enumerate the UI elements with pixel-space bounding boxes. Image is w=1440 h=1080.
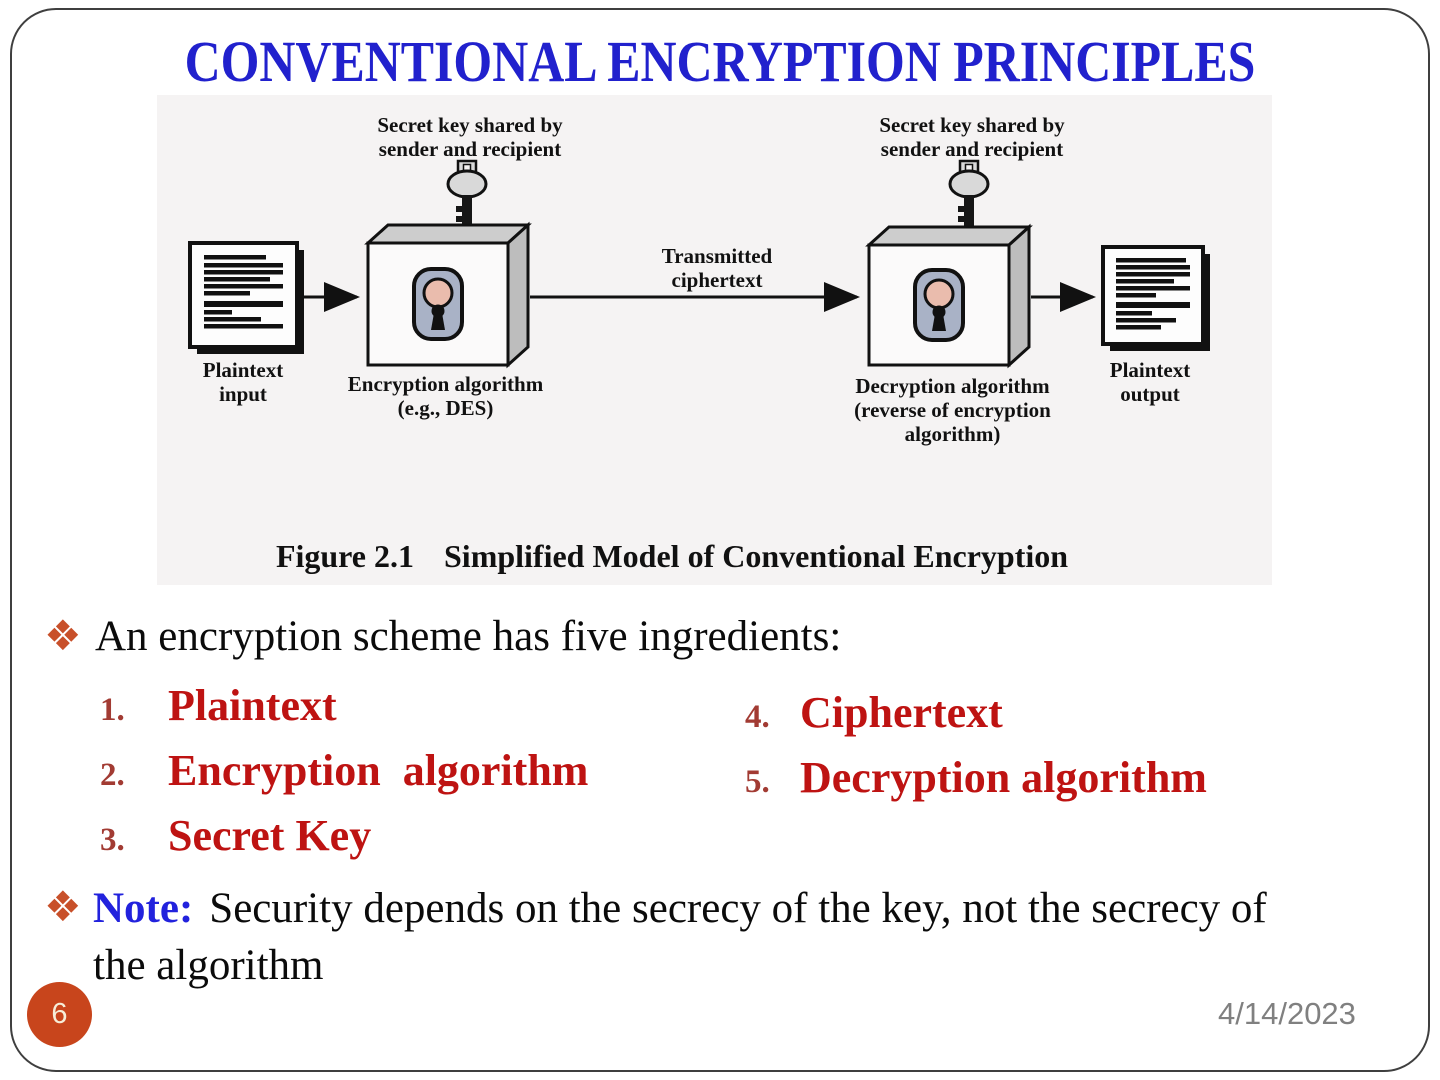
lock-icon: [913, 268, 965, 342]
encryption-algorithm-label: Encryption algorithm (e.g., DES): [347, 372, 544, 420]
ingredient-number: 2.: [100, 757, 125, 793]
figure-panel: Secret key shared by sender and recipien…: [157, 95, 1272, 585]
secret-key-icon-left: [446, 159, 488, 228]
slide-title: CONVENTIONAL ENCRYPTION PRINCIPLES: [184, 29, 1256, 94]
ingredient-label: Encryption algorithm: [168, 746, 589, 795]
ingredient-label: Decryption algorithm: [800, 753, 1207, 802]
plaintext-input-label: Plaintext input: [202, 358, 284, 406]
note-line-2: the algorithm: [93, 942, 324, 989]
plaintext-output-doc-icon: [1101, 245, 1210, 351]
secret-key-label-left: Secret key shared by sender and recipien…: [377, 113, 563, 161]
ingredient-number: 3.: [100, 822, 125, 858]
plaintext-input-doc-icon: [188, 241, 304, 354]
ingredient-label: Ciphertext: [800, 688, 1003, 737]
decryption-box: [865, 223, 1033, 369]
ingredient-label: Secret Key: [168, 811, 372, 860]
diamond-bullet-icon: ❖: [44, 611, 82, 660]
plaintext-output-label: Plaintext output: [1109, 358, 1191, 406]
secret-key-icon-right: [948, 159, 990, 228]
note-text: Note:Security depends on the secrecy of …: [93, 880, 1423, 994]
decryption-algorithm-label: Decryption algorithm (reverse of encrypt…: [854, 374, 1051, 446]
ingredient-number: 5.: [745, 764, 770, 800]
ingredient-number: 1.: [100, 692, 125, 728]
encryption-box: [364, 221, 532, 369]
note-line-1: Note:Security depends on the secrecy of …: [93, 885, 1267, 932]
ingredient-label: Plaintext: [168, 681, 337, 730]
diamond-bullet-icon: ❖: [44, 882, 82, 931]
slide-date: 4/14/2023: [1218, 996, 1356, 1031]
note-label: Note:: [93, 885, 194, 932]
ingredient-number: 4.: [745, 699, 770, 735]
lock-icon: [412, 267, 464, 341]
transmitted-ciphertext-label: Transmitted ciphertext: [661, 244, 773, 292]
encryption-diagram: [188, 159, 1210, 369]
intro-text: An encryption scheme has five ingredient…: [95, 613, 842, 660]
secret-key-label-right: Secret key shared by sender and recipien…: [879, 113, 1065, 161]
page-number-badge: 6: [27, 982, 92, 1047]
